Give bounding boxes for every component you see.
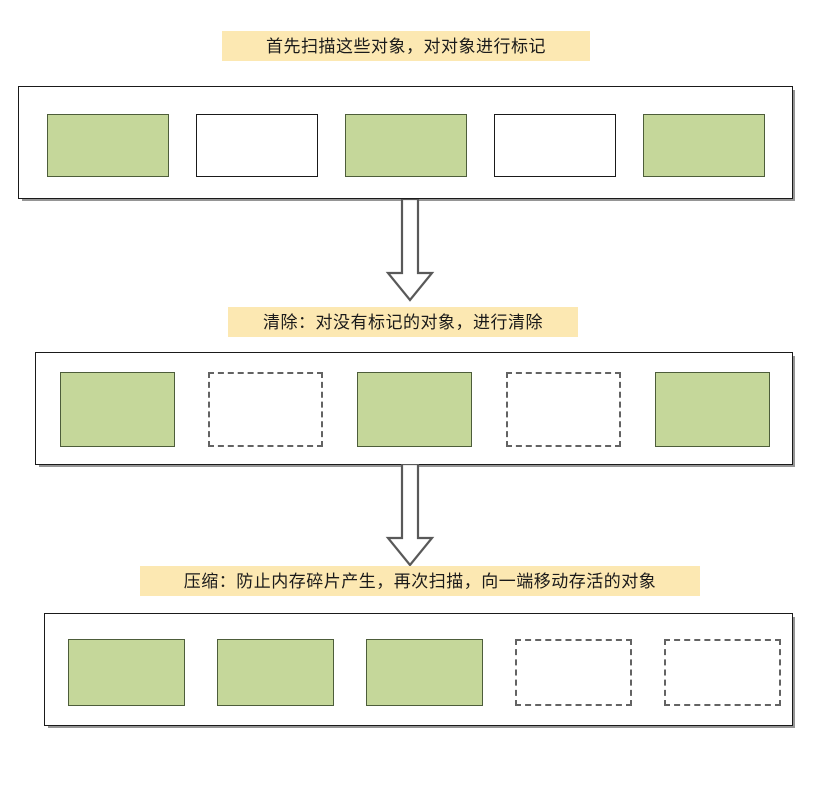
object-unmarked-1 — [196, 114, 318, 177]
object-unmarked-2 — [494, 114, 616, 177]
object-moved-1 — [68, 639, 185, 706]
stage-label-sweep: 清除：对没有标记的对象，进行清除 — [228, 307, 578, 337]
object-free-space-2 — [664, 639, 781, 706]
object-marked-1 — [47, 114, 169, 177]
object-marked-3 — [655, 372, 770, 447]
object-marked-2 — [357, 372, 472, 447]
heap-strip-mark — [18, 86, 793, 199]
stage-label-compact: 压缩：防止内存碎片产生，再次扫描，向一端移动存活的对象 — [140, 566, 700, 596]
object-free-space-1 — [515, 639, 632, 706]
object-moved-2 — [217, 639, 334, 706]
object-marked-1 — [60, 372, 175, 447]
arrow-sweep-to-compact — [380, 464, 440, 568]
object-moved-3 — [366, 639, 483, 706]
stage-label-mark: 首先扫描这些对象，对对象进行标记 — [222, 31, 590, 61]
object-marked-3 — [643, 114, 765, 177]
object-freed-2 — [506, 372, 621, 447]
arrow-mark-to-sweep — [380, 199, 440, 303]
object-marked-2 — [345, 114, 467, 177]
heap-strip-sweep — [35, 352, 793, 465]
object-freed-1 — [208, 372, 323, 447]
heap-strip-compact — [44, 613, 793, 726]
